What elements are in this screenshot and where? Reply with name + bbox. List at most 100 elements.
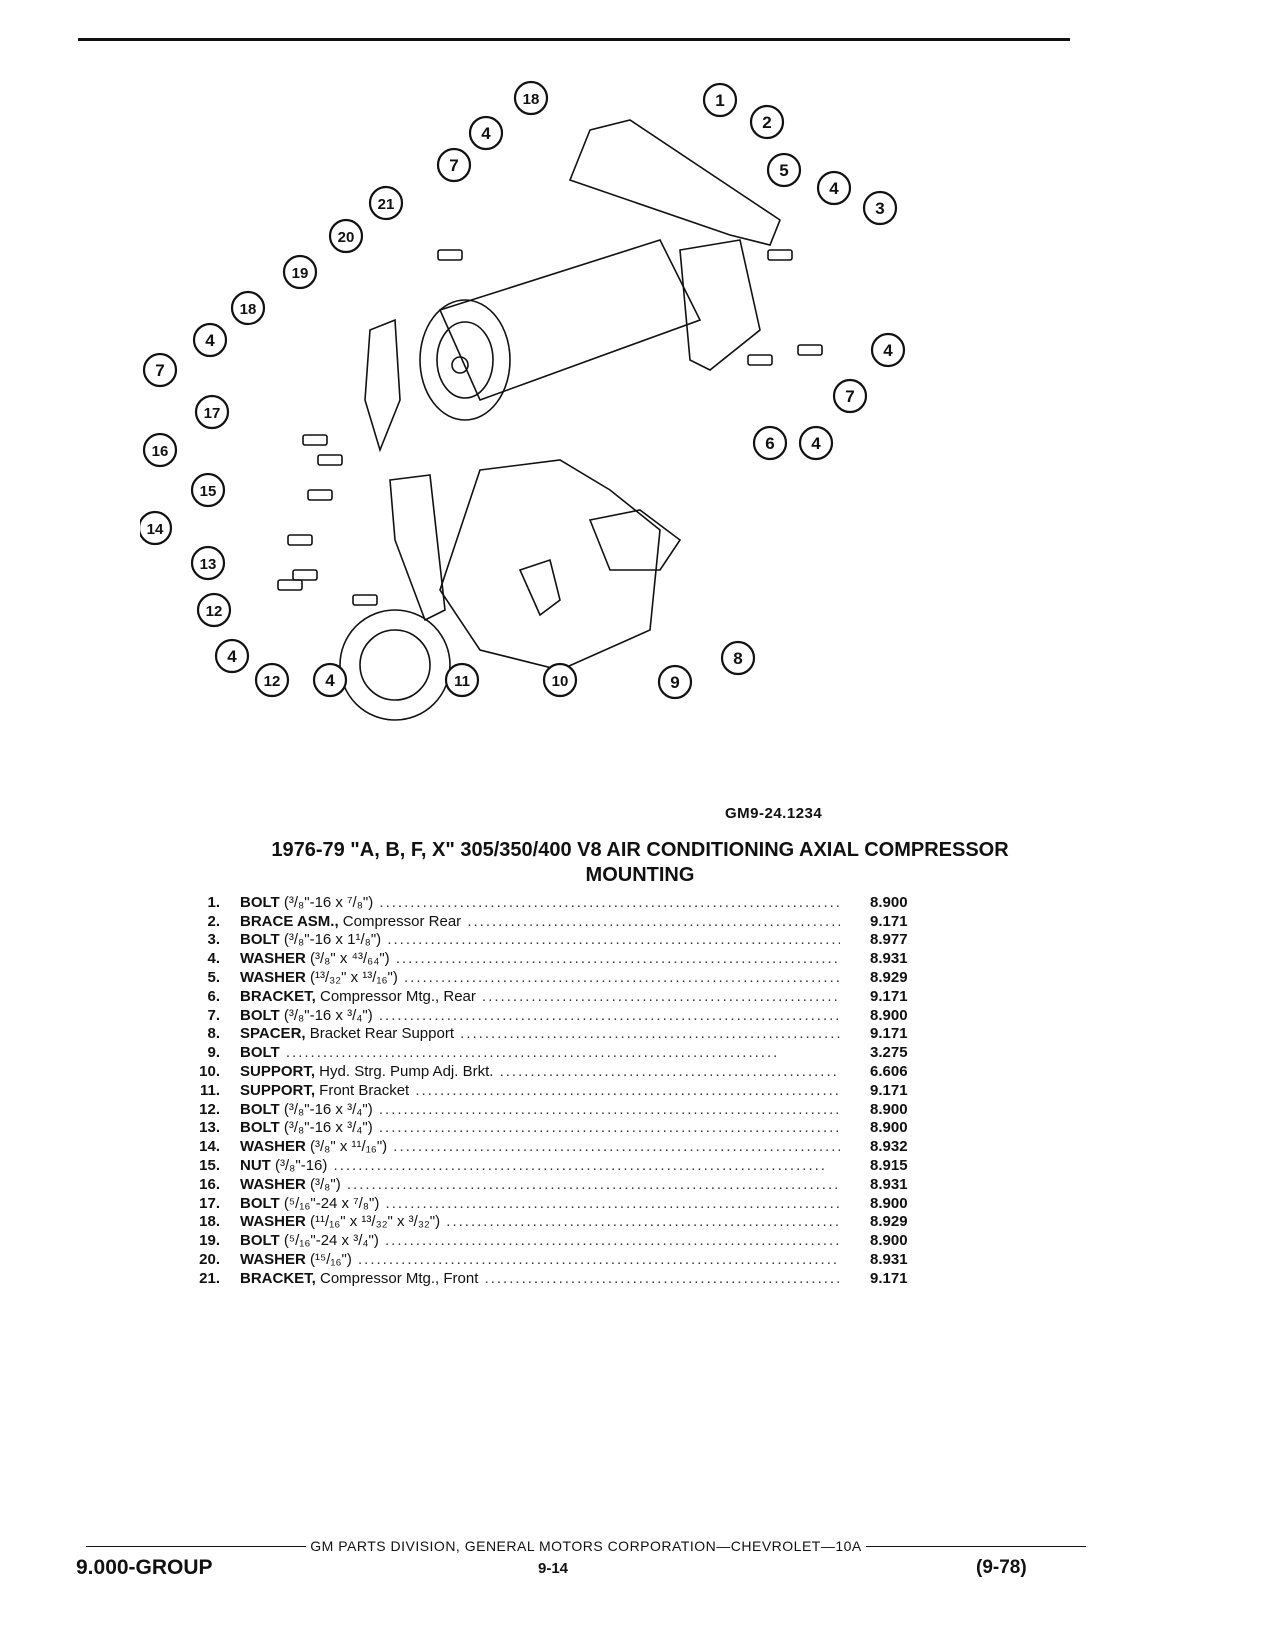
footer-date: (9-78) [976, 1557, 1027, 1578]
part-row: 3.BOLT (³/₈"-16 x 1¹/₈") ...............… [160, 931, 960, 950]
callout-label: 4 [325, 671, 335, 690]
part-description: SPACER, Bracket Rear Support ...........… [240, 1025, 840, 1042]
part-row: 9.BOLT .................................… [160, 1043, 960, 1062]
part-group-number: 8.929 [870, 969, 908, 987]
callout-label: 18 [240, 301, 257, 318]
part-number: 9. [207, 1044, 220, 1062]
part-number: 5. [207, 969, 220, 987]
part-number: 8. [207, 1025, 220, 1043]
figure-code: GM9-24.1234 [725, 805, 823, 822]
part-description: BOLT (⁵/₁₆"-24 x ³/₄") .................… [240, 1232, 840, 1249]
callout-18: 18 [513, 80, 549, 116]
callout-label: 7 [449, 156, 458, 175]
leader-dots: ........................................… [372, 1006, 840, 1024]
part-number: 11. [199, 1081, 220, 1099]
part-row: 7.BOLT (³/₈"-16 x ³/₄") ................… [160, 1006, 960, 1025]
part-group-number: 8.931 [870, 950, 908, 968]
callout-label: 2 [762, 113, 771, 132]
leader-dots: ........................................… [404, 969, 840, 987]
callout-circle [214, 638, 250, 674]
top-rule [78, 38, 1070, 41]
callout-circle [657, 664, 693, 700]
callout-circle [752, 425, 788, 461]
part-name: BRACKET, [240, 1269, 316, 1287]
part-detail: (³/₈"-16 x ³/₄") [279, 1100, 373, 1118]
part-description: BOLT (³/₈"-16 x ³/₄") ..................… [240, 1119, 840, 1136]
callout-11: 11 [444, 662, 480, 698]
callout-1: 1 [702, 82, 738, 118]
part-row: 13.BOLT (³/₈"-16 x ³/₄") ...............… [160, 1119, 960, 1138]
callout-label: 17 [204, 405, 221, 422]
callout-circle [816, 170, 852, 206]
callout-7: 7 [436, 147, 472, 183]
callout-8: 8 [720, 640, 756, 676]
part-detail: (⁵/₁₆"-24 x ³/₄") [279, 1232, 379, 1250]
callout-circle [468, 115, 504, 151]
fastener [797, 344, 823, 356]
part-description: WASHER (³/₈" x ⁴³/₆₄") .................… [240, 950, 840, 967]
callout-20: 20 [328, 218, 364, 254]
part-group-number: 8.900 [870, 1232, 908, 1250]
leader-dots: ........................................… [381, 931, 840, 949]
fastener [292, 569, 318, 581]
front-support [389, 474, 446, 622]
page-title: 1976-79 "A, B, F, X" 305/350/400 V8 AIR … [100, 838, 1180, 888]
callout-circle [702, 82, 738, 118]
callout-4: 4 [214, 638, 250, 674]
clutch-hub [451, 356, 469, 374]
leader-dots: ........................................… [467, 912, 840, 930]
part-detail: (³/₈"-16 x ³/₄") [279, 1119, 373, 1137]
part-name: BOLT [240, 1194, 280, 1212]
part-description: BOLT (³/₈"-16 x 1¹/₈") .................… [240, 931, 840, 948]
callout-label: 1 [715, 91, 724, 110]
leader-dots: ........................................… [340, 1175, 840, 1193]
compressor-clutch [419, 299, 511, 421]
title-line-2: MOUNTING [585, 864, 695, 886]
part-detail: Compressor Mtg., Front [315, 1269, 479, 1287]
part-group-number: 9.171 [870, 1269, 908, 1287]
part-name: WASHER [240, 1213, 306, 1231]
part-name: WASHER [240, 950, 306, 968]
callout-circle [749, 104, 785, 140]
part-group-number: 8.900 [870, 893, 908, 911]
fastener [307, 489, 333, 501]
callout-label: 7 [155, 361, 164, 380]
footer-page-number: 9-14 [538, 1560, 569, 1577]
callout-4: 4 [468, 115, 504, 151]
part-name: WASHER [240, 969, 306, 987]
leader-dots: ........................................… [372, 1100, 840, 1118]
callout-circle [766, 152, 802, 188]
part-group-number: 8.977 [870, 931, 908, 949]
part-number: 10. [199, 1063, 220, 1081]
leader-dots: ........................................… [387, 1138, 840, 1156]
part-description: BRACKET, Compressor Mtg., Rear .........… [240, 988, 840, 1005]
callout-2: 2 [749, 104, 785, 140]
callout-circle [798, 425, 834, 461]
callout-label: 20 [338, 229, 355, 246]
callout-5: 5 [766, 152, 802, 188]
callout-label: 21 [378, 196, 395, 213]
part-name: WASHER [240, 1138, 306, 1156]
part-group-number: 9.171 [870, 987, 908, 1005]
callout-14: 14 [140, 510, 173, 546]
part-description: BOLT (³/₈"-16 x ³/₄") ..................… [240, 1101, 840, 1118]
part-description: SUPPORT, Front Bracket .................… [240, 1082, 840, 1099]
part-name: BRACKET, [240, 987, 316, 1005]
callout-label: 8 [733, 649, 742, 668]
part-row: 18.WASHER (¹¹/₁₆" x ¹³/₃₂" x ³/₃₂") ....… [160, 1213, 960, 1232]
part-row: 5. WASHER (¹³/₃₂" x ¹³/₁₆") .............… [160, 968, 960, 987]
callout-label: 11 [454, 673, 470, 690]
part-description: WASHER (¹¹/₁₆" x ¹³/₃₂" x ³/₃₂") .......… [240, 1213, 840, 1230]
part-number: 16. [199, 1175, 220, 1193]
callout-15: 15 [190, 472, 226, 508]
part-number: 19. [199, 1232, 220, 1250]
part-row: 14.WASHER (³/₈" x ¹¹/₁₆") ..............… [160, 1137, 960, 1156]
part-detail: (³/₈"-16) [270, 1157, 328, 1175]
part-number: 17. [199, 1194, 220, 1212]
part-detail: (¹³/₃₂" x ¹³/₁₆") [305, 969, 398, 987]
fastener [747, 354, 773, 366]
leader-dots: ........................................… [389, 950, 840, 968]
fastener [317, 454, 343, 466]
callout-label: 3 [875, 199, 884, 218]
